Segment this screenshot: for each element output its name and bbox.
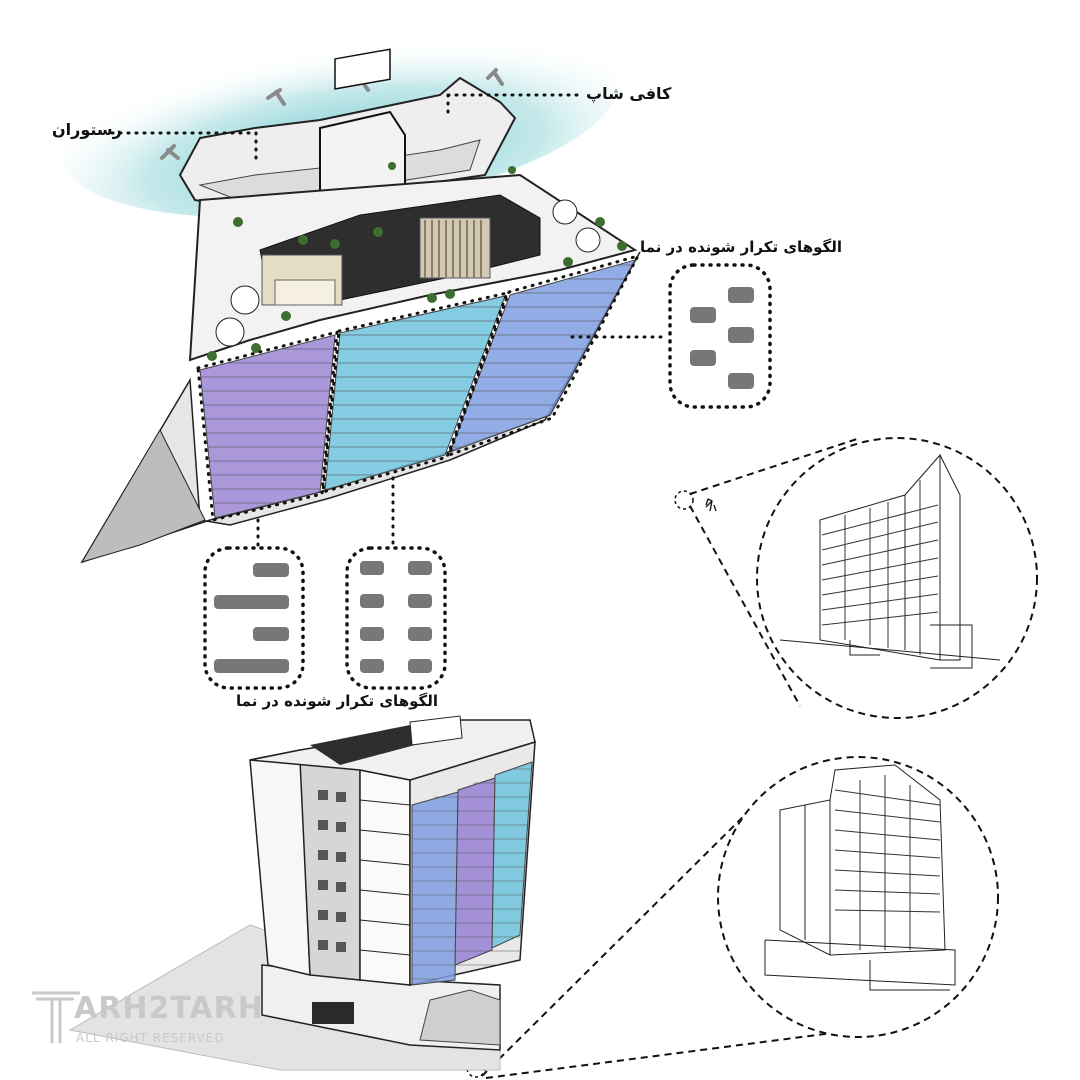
building-base-side — [80, 428, 206, 563]
up-arrow-icon — [266, 88, 286, 106]
label-cafe: کافی شاپ — [586, 84, 672, 103]
pattern-block — [253, 627, 289, 641]
up-arrow-icon — [486, 68, 504, 86]
pattern-block — [408, 659, 432, 673]
pattern-box-bottom-right — [345, 546, 447, 690]
perspective-roof-dark — [310, 725, 415, 765]
leader-lines — [110, 93, 670, 550]
umbrella-icon — [230, 285, 260, 315]
plant-icons — [207, 162, 627, 361]
pattern-block — [728, 287, 754, 303]
pattern-block — [360, 627, 384, 641]
aerial-building — [62, 22, 641, 564]
label-restaurant: رستوران — [52, 120, 122, 139]
pattern-box-bottom-left — [203, 546, 305, 690]
lounge — [274, 279, 336, 306]
umbrella-icons — [215, 199, 601, 347]
logo-tagline: ALL RIGHT RESERVED — [76, 1031, 225, 1045]
ramp — [419, 989, 501, 1046]
umbrella-icon — [215, 317, 245, 347]
podium-opening — [312, 1002, 354, 1024]
label-pattern-bottom: الگوهای تکرار شونده در نما — [236, 692, 438, 710]
view-circle-bottom — [466, 756, 999, 1079]
pattern-block — [690, 350, 716, 366]
logo: ARH2TARH ALL RIGHT RESERVED © — [30, 985, 263, 1055]
pattern-block — [408, 627, 432, 641]
facade-outline-purple — [196, 330, 339, 522]
building-sketch-top — [779, 453, 1001, 669]
facade-outline-blue — [446, 253, 641, 458]
label-pattern-top: الگوهای تکرار شونده در نما — [640, 238, 842, 256]
pergola — [419, 217, 491, 279]
facade-outline-cyan — [321, 290, 510, 495]
perspective-roof-box — [409, 715, 463, 746]
logo-mark-icon — [32, 991, 80, 1043]
pattern-block — [253, 563, 289, 577]
pattern-block — [360, 594, 384, 608]
pattern-block — [360, 659, 384, 673]
pattern-block — [690, 307, 716, 323]
up-arrow-icon — [160, 144, 180, 160]
umbrella-icon — [552, 199, 578, 225]
core-windows — [318, 790, 346, 952]
stair-tower-top — [334, 48, 391, 90]
pattern-block — [360, 561, 384, 575]
pattern-block — [408, 561, 432, 575]
perspective-building — [68, 715, 536, 1071]
view-circle-top — [674, 437, 1038, 719]
logo-name: ARH2TARH — [74, 991, 264, 1026]
building-sketch-bottom — [764, 764, 956, 991]
pattern-box-top — [668, 263, 772, 409]
middle-core — [299, 759, 361, 981]
logo-copyright: © — [218, 1003, 229, 1016]
umbrella-icon — [575, 227, 601, 253]
pattern-block — [408, 594, 432, 608]
leader-restaurant — [110, 131, 258, 162]
person-icon — [705, 498, 717, 512]
pattern-block — [214, 659, 289, 673]
pattern-block — [728, 327, 754, 343]
pattern-block — [728, 373, 754, 389]
viewpoint-marker — [674, 490, 694, 510]
pattern-block — [214, 595, 289, 609]
